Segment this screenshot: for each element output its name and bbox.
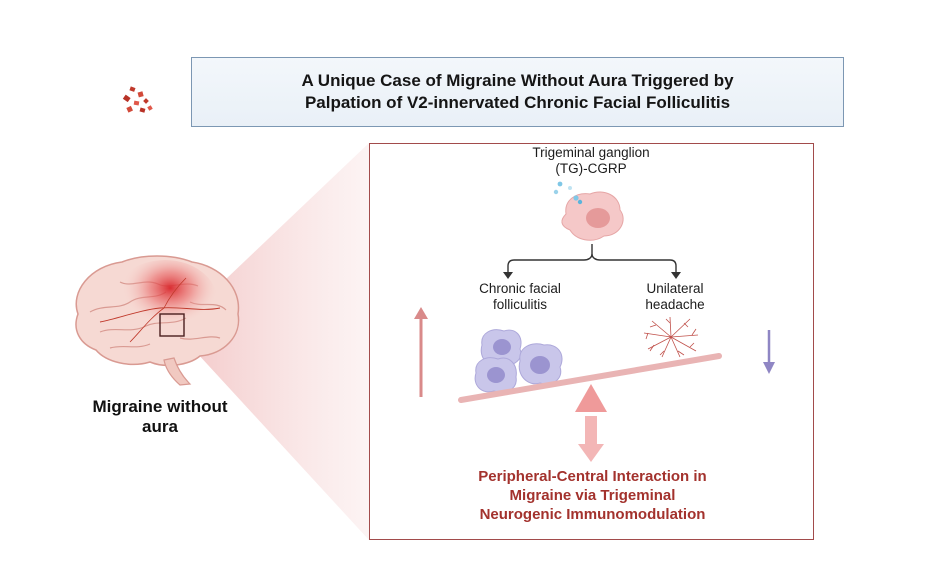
migraine-label-line-1: Migraine without	[92, 397, 228, 416]
nerve-ending-icon	[643, 316, 699, 358]
decorative-fragments-icon	[122, 86, 153, 113]
increase-arrow-icon	[414, 307, 428, 397]
folliculitis-label-line-1: Chronic facial	[479, 281, 561, 296]
brain-icon	[75, 255, 240, 386]
ganglion-label: Trigeminal ganglion (TG)-CGRP	[480, 145, 702, 177]
conclusion-text: Peripheral-Central Interaction in Migrai…	[440, 467, 745, 524]
conclusion-line-2: Migraine via Trigeminal	[509, 487, 676, 504]
title-line-2: Palpation of V2-innervated Chronic Facia…	[304, 93, 731, 112]
ganglion-label-line-2: (TG)-CGRP	[555, 161, 627, 176]
migraine-label-line-2: aura	[142, 417, 178, 436]
immune-cells-icon	[474, 329, 563, 393]
title-line-1: A Unique Case of Migraine Without Aura T…	[301, 71, 734, 90]
migraine-label: Migraine without aura	[60, 397, 260, 437]
headache-label-line-1: Unilateral	[646, 281, 704, 296]
folliculitis-label-line-2: folliculitis	[492, 297, 547, 312]
conclusion-line-1: Peripheral-Central Interaction in	[478, 468, 707, 485]
headache-label-line-2: headache	[645, 297, 705, 312]
decrease-arrow-icon	[763, 330, 775, 374]
balance-seesaw-icon	[458, 353, 722, 412]
neuron-cell-icon	[553, 181, 624, 241]
result-arrow-icon	[578, 416, 604, 462]
title-box: A Unique Case of Migraine Without Aura T…	[191, 57, 844, 127]
ganglion-label-line-1: Trigeminal ganglion	[532, 145, 650, 160]
conclusion-line-3: Neurogenic Immunomodulation	[479, 506, 706, 523]
headache-label: Unilateral headache	[620, 281, 730, 313]
folliculitis-label: Chronic facial folliculitis	[455, 281, 585, 313]
branch-arrows	[503, 244, 681, 279]
